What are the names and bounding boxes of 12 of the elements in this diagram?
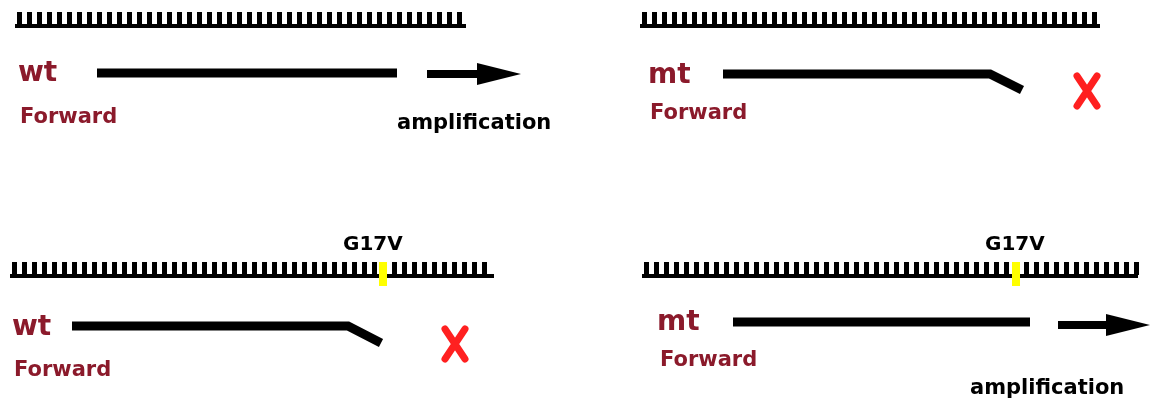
genotype-label: wt (18, 58, 58, 86)
primer-label: Forward (650, 102, 748, 123)
mutation-label: G17V (343, 233, 403, 253)
primer-label: Forward (20, 106, 118, 127)
genotype-label: wt (12, 312, 52, 340)
result-label: amplification (970, 377, 1125, 398)
genotype-label: mt (648, 60, 691, 88)
primer-label: Forward (14, 359, 112, 380)
result-label: amplification (397, 112, 552, 133)
genotype-label: mt (657, 307, 700, 335)
primer-label: Forward (660, 349, 758, 370)
mutation-label: G17V (985, 233, 1045, 253)
